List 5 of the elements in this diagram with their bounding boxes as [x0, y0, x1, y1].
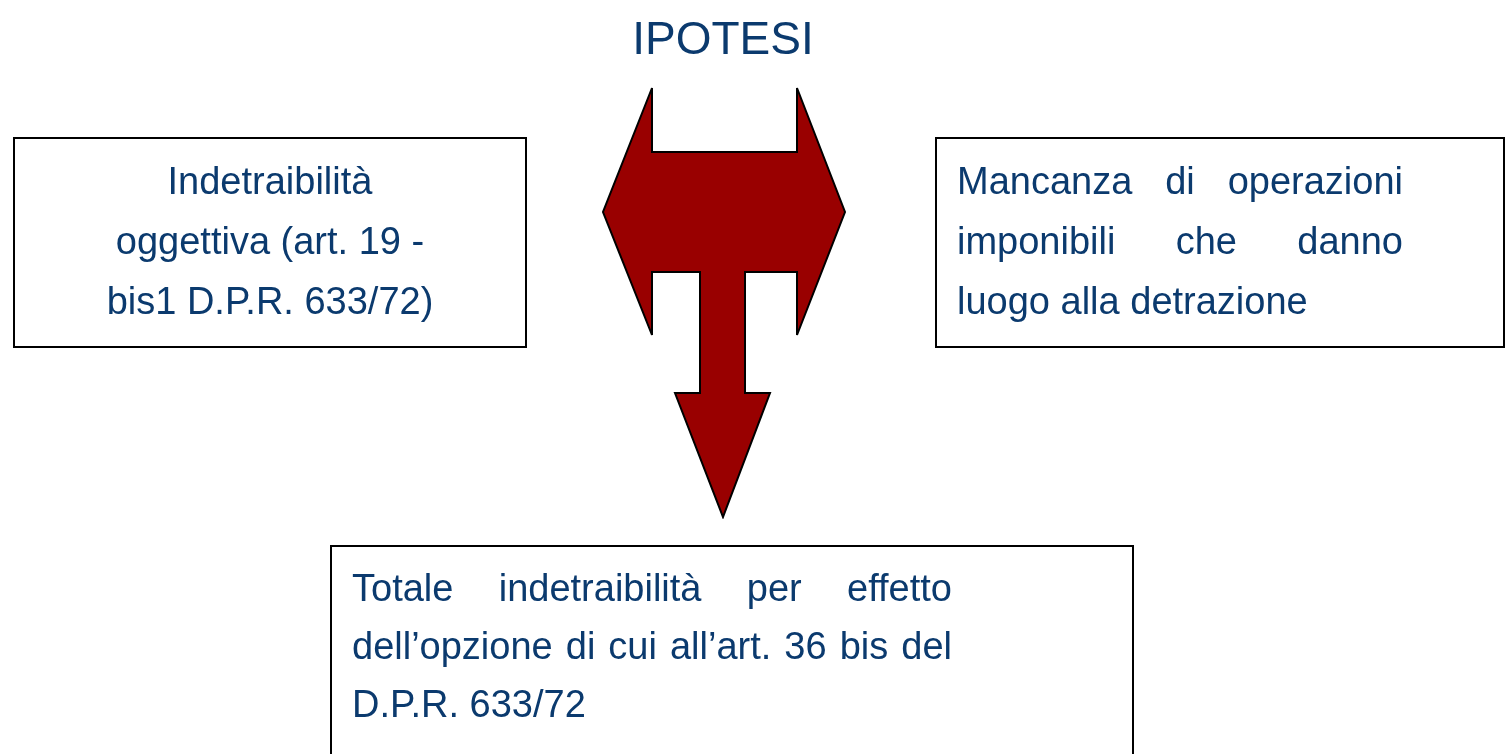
title-heading: IPOTESI: [560, 8, 886, 68]
text-box: Totale indetraibilità per effetto dell’opzione di cui all’art. 36 bis del D.P.R. 633/72: [330, 545, 1134, 754]
three-way-block-arrow: [602, 87, 847, 519]
text-box: Mancanza di operazioni imponibili che danno luogo alla detrazione: [935, 137, 1505, 348]
text-box: Indetraibilità oggettiva (art. 19 - bis1 D.P.R. 633/72): [13, 137, 527, 348]
